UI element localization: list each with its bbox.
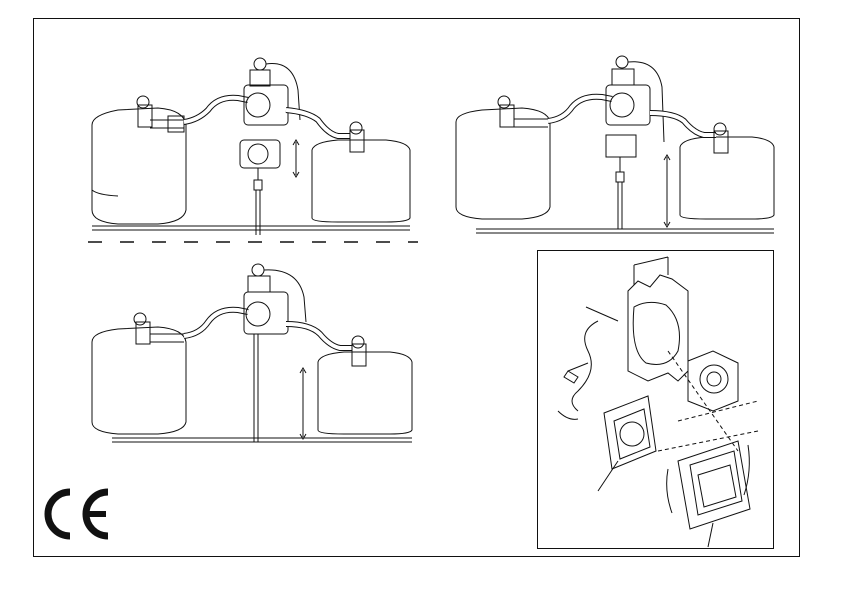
installation-diagram-two-cylinders-automatic [452,47,782,237]
diagram-svg-2 [452,47,782,237]
diagram-svg-3 [88,262,418,452]
installation-diagram-two-cylinders-wall-mounted [88,50,418,250]
diagram-svg [88,50,418,250]
exploded-view-frame [537,250,774,549]
installation-diagram-wall-bracket [88,262,418,452]
exploded-view-svg [538,251,773,548]
ce-mark [40,486,115,542]
ce-mark-graphic [40,486,115,542]
